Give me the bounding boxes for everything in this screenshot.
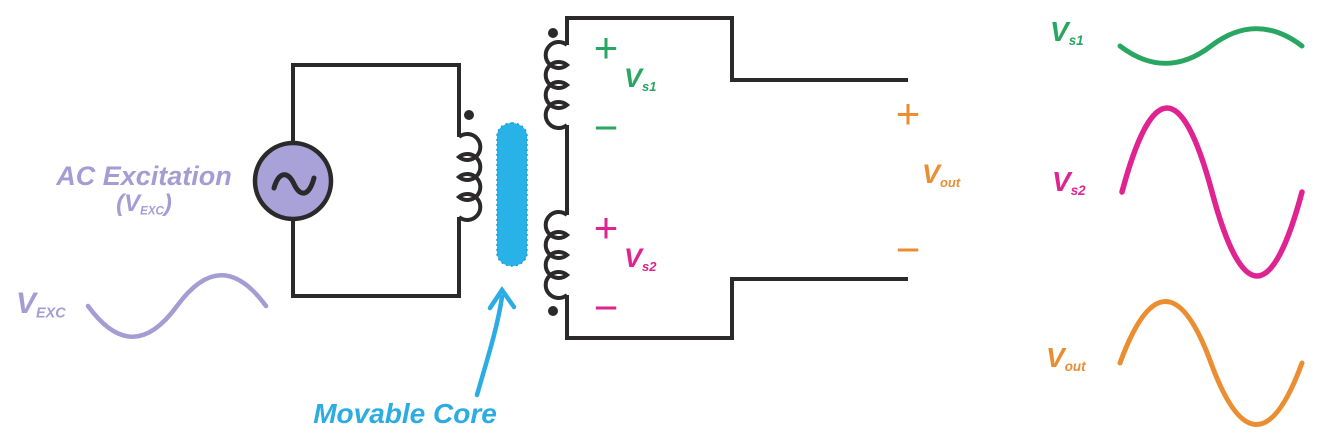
vs2-plus-sign: + [593, 204, 619, 251]
vs1-label: Vs1 [624, 63, 657, 94]
vs1-waveform-label: Vs1 [1050, 16, 1084, 49]
vs2-minus-sign: − [593, 284, 619, 331]
primary-phase-dot [464, 110, 474, 120]
vs1-minus-sign: − [593, 104, 619, 151]
secondary1-coil [543, 40, 571, 130]
vout-waveform [1117, 299, 1305, 427]
vexc-waveform [85, 273, 269, 339]
movable-core-label: Movable Core [313, 398, 497, 429]
secondary1-wire [565, 16, 908, 82]
primary-coil [455, 132, 483, 222]
core-arrow-head-icon [487, 286, 517, 311]
vout-plus-sign: + [895, 90, 921, 137]
vs1-plus-sign: + [593, 24, 619, 71]
vout-minus-sign: − [895, 226, 921, 273]
vs2-waveform [1119, 105, 1305, 279]
vout-label: Vout [922, 159, 961, 190]
secondary2-coil [543, 210, 571, 300]
movable-core [496, 122, 528, 267]
secondary2-wire [565, 277, 908, 340]
ac-excitation-label: AC Excitation (VEXC) [38, 162, 250, 218]
vout-waveform-label: Vout [1046, 342, 1086, 375]
vs2-label: Vs2 [624, 243, 657, 274]
primary-loop-bottom-wire [291, 217, 461, 298]
core-arrow-shaft [474, 294, 505, 398]
primary-loop-top-wire [291, 63, 461, 141]
secondary2-phase-dot [548, 306, 558, 316]
ac-source-sine-icon [271, 172, 317, 196]
secondary1-phase-dot [548, 28, 558, 38]
ac-excitation-symbol: (VEXC) [116, 190, 172, 218]
vs2-waveform-label: Vs2 [1052, 166, 1086, 199]
vs1-waveform [1117, 26, 1305, 66]
vexc-wave-label: VEXC [16, 287, 66, 322]
ac-excitation-title: AC Excitation [56, 161, 232, 191]
